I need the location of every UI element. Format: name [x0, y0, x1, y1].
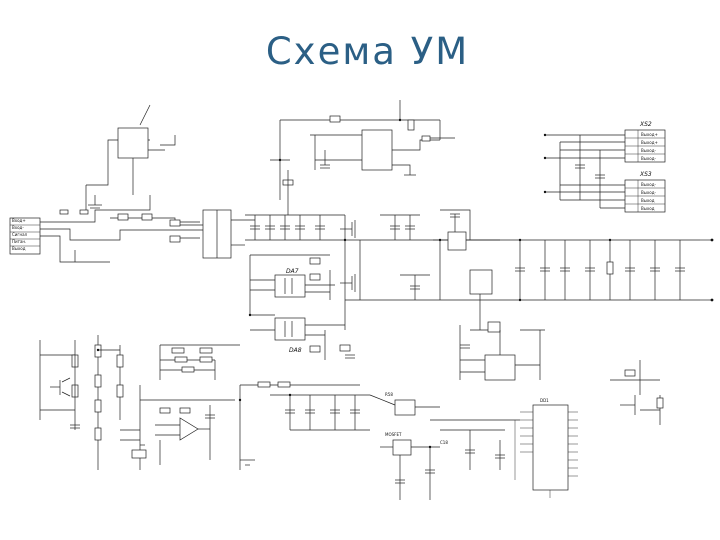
output-network: [543, 133, 625, 209]
mosfet-label: MOSFET: [385, 432, 402, 437]
da8-label: DA8: [289, 347, 302, 354]
output-connector-xs2: XS2 Выход+ Выход+ Выход- Выход-: [624, 121, 666, 163]
output-filter: [433, 209, 501, 333]
top-opamp-block: [270, 100, 455, 215]
xs3-pin-1: Выход-: [641, 182, 656, 187]
input-pin-5: Выход: [12, 246, 26, 251]
microcontroller-dd1: DD1: [514, 398, 578, 498]
r58-label: R58: [385, 392, 393, 397]
driver-da7: DA7: [249, 254, 335, 315]
capacitor-bank-left: [245, 214, 345, 241]
power-rails: [344, 215, 714, 330]
junction-dots: [96, 118, 612, 449]
xs3-label: XS3: [639, 171, 652, 178]
bottom-left-section: [39, 340, 80, 430]
xs2-pin-1: Выход+: [641, 132, 658, 137]
input-pin-1: Вход+: [12, 218, 26, 223]
driver-da8: DA8: [250, 314, 355, 360]
input-pin-4: Питан.: [12, 239, 26, 244]
bottom-right-transistor: [610, 360, 664, 425]
slide-title: Схема УМ: [265, 30, 470, 73]
xs2-pin-4: Выход-: [641, 156, 656, 161]
resistor-column: [94, 335, 124, 470]
xs3-pin-4: Выход: [641, 206, 655, 211]
input-pin-3: Сигнал: [12, 232, 28, 237]
input-connector: Вход+ Вход- Сигнал Питан. Выход: [9, 217, 41, 255]
mosfet-pair: [340, 214, 430, 300]
input-pin-2: Вход-: [12, 225, 24, 230]
output-connector-xs3: XS3 Выход- Выход- Выход Выход: [624, 171, 666, 213]
xs2-label: XS2: [639, 121, 652, 128]
xs3-pin-3: Выход: [641, 198, 655, 203]
xs2-pin-3: Выход-: [641, 148, 656, 153]
feedback-network: [239, 381, 370, 470]
c18-label: C18: [440, 440, 448, 445]
dd1-label: DD1: [540, 398, 549, 403]
xs2-pin-2: Выход+: [641, 140, 658, 145]
input-network: [40, 104, 215, 263]
xs3-pin-2: Выход-: [641, 190, 656, 195]
regulator-block: R58 MOSFET C18: [369, 392, 520, 500]
control-ic-right: [459, 325, 545, 381]
coupling-stage: [169, 209, 255, 259]
da7-label: DA7: [286, 268, 299, 275]
comparator-block: [120, 344, 240, 470]
